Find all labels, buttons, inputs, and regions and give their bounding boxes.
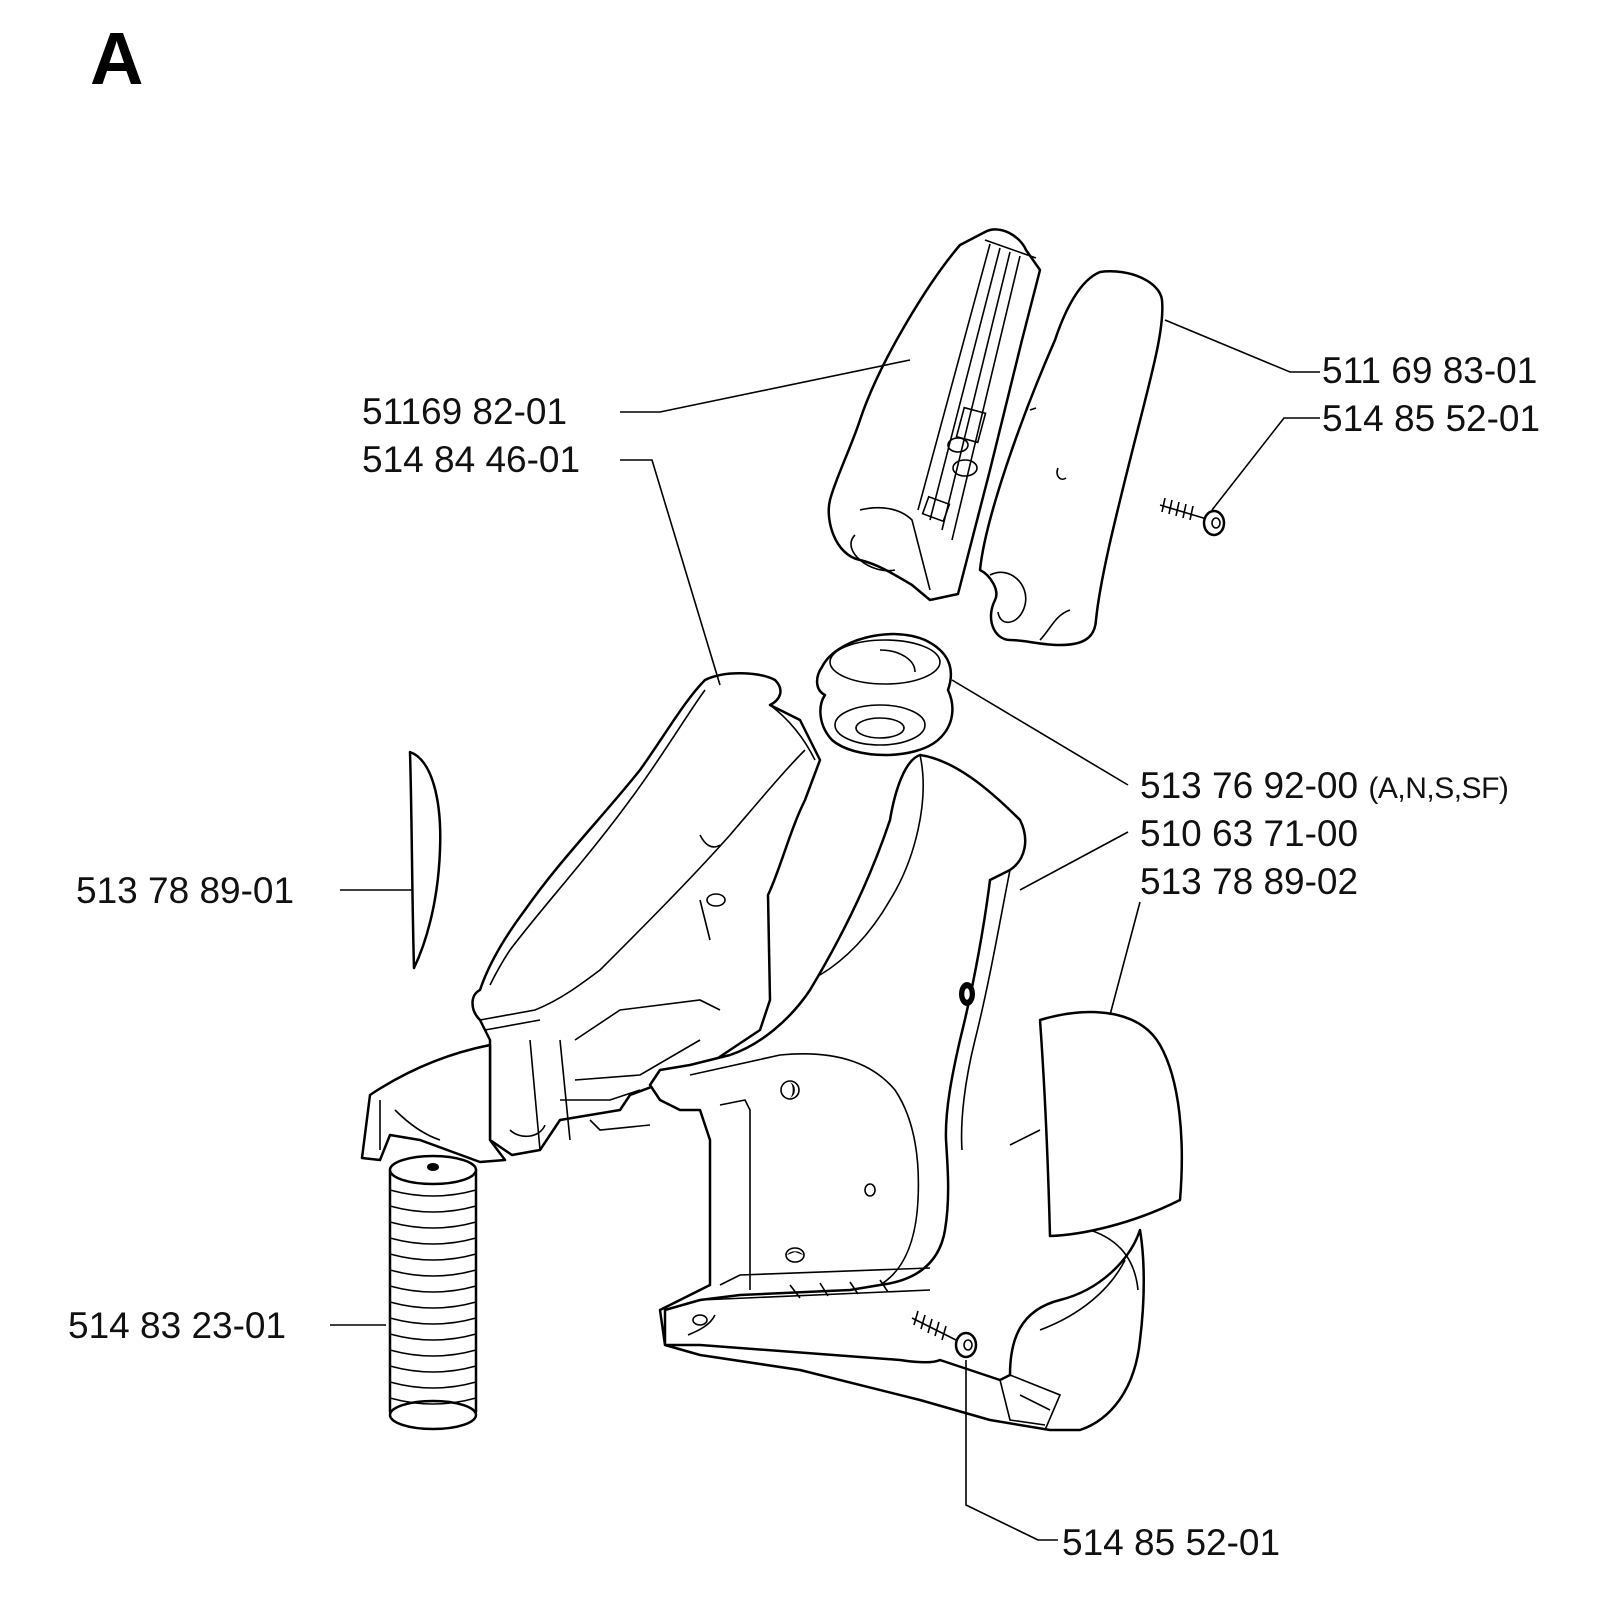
stacked-cylinder <box>388 1154 478 1431</box>
callout-510-63-71-00: 510 63 71-00 <box>1140 813 1359 854</box>
callout-514-85-52-01-bottom: 514 85 52-01 <box>1062 1522 1281 1563</box>
housing-back <box>360 1043 507 1164</box>
callout-513-78-89-01: 513 78 89-01 <box>76 870 295 911</box>
leader-lines <box>330 319 1320 1541</box>
main-housing <box>648 753 1145 1432</box>
callout-51169-82-01: 51169 82-01 <box>362 391 568 432</box>
left-handle-half <box>827 228 1042 602</box>
callout-514-83-23-01: 514 83 23-01 <box>68 1305 287 1346</box>
side-plate <box>408 750 442 970</box>
section-letter: A <box>90 17 144 100</box>
screw-top <box>1159 497 1226 537</box>
callout-513-78-89-02: 513 78 89-02 <box>1140 861 1359 902</box>
callout-513-76-92-00-suffix: (A,N,S,SF) <box>1368 772 1509 805</box>
bushing <box>815 632 954 757</box>
callout-511-69-83-01: 511 69 83-01 <box>1322 350 1538 391</box>
deflector-guard <box>1009 1010 1184 1238</box>
handle-frame <box>471 672 822 1157</box>
callout-513-76-92-00-number: 513 76 92-00 <box>1140 765 1359 806</box>
callout-513-76-92-00: 513 76 92-00 (A,N,S,SF) <box>1140 765 1509 806</box>
screw-bottom <box>911 1310 978 1359</box>
callout-514-85-52-01-top: 514 85 52-01 <box>1322 398 1541 439</box>
right-handle-half <box>978 270 1164 647</box>
callout-514-84-46-01: 514 84 46-01 <box>362 439 581 480</box>
